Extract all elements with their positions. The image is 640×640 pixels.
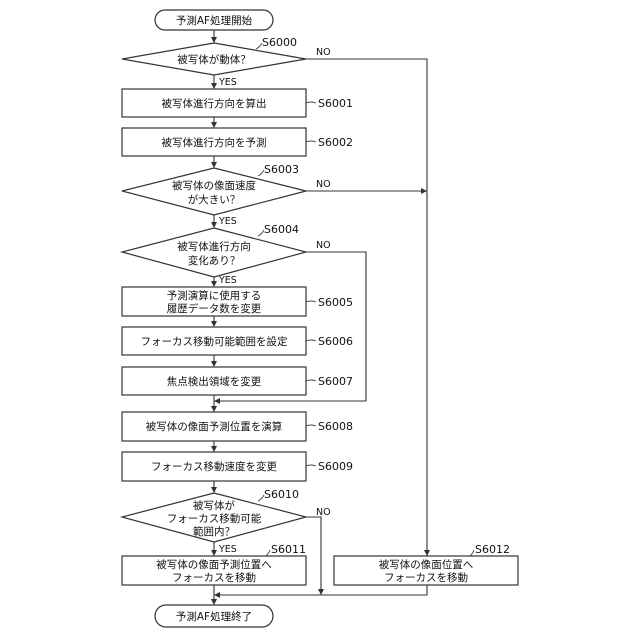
end-terminal: 予測AF処理終了 [155, 605, 273, 627]
s6000-step: S6000 [262, 36, 297, 49]
process-s6009: フォーカス移動速度を変更 S6009 [122, 452, 353, 481]
s6006-text: フォーカス移動可能範囲を設定 [141, 335, 288, 348]
s6010-yes-label: YES [218, 544, 237, 555]
s6002-step: S6002 [318, 136, 353, 149]
start-text: 予測AF処理開始 [176, 14, 253, 27]
decision-s6003: 被写体の像面速度 が大きい？ S6003 [122, 163, 306, 215]
s6011-text-line1: 被写体の像面予測位置へ [156, 558, 272, 571]
s6012-text-line2: フォーカスを移動 [384, 571, 468, 584]
s6007-step: S6007 [318, 375, 353, 388]
s6000-no-label: NO [316, 47, 331, 58]
s6004-text-line1: 被写体進行方向 [177, 240, 251, 253]
start-terminal: 予測AF処理開始 [155, 10, 273, 30]
s6004-step: S6004 [264, 223, 299, 236]
process-s6008: 被写体の像面予測位置を演算 S6008 [122, 412, 353, 441]
s6010-text-line1: 被写体が [193, 499, 235, 512]
s6011-text-line2: フォーカスを移動 [172, 571, 256, 584]
process-s6005: 予測演算に使用する 履歴データ数を変更 S6005 [122, 287, 353, 316]
s6001-text: 被写体進行方向を算出 [162, 97, 267, 110]
s6005-text-line2: 履歴データ数を変更 [167, 302, 262, 315]
s6001-step: S6001 [318, 97, 353, 110]
s6012-step: S6012 [475, 543, 510, 556]
s6000-text: 被写体が動体？ [177, 53, 251, 66]
s6011-step: S6011 [271, 543, 306, 556]
s6003-text-line2: が大きい？ [188, 193, 241, 206]
decision-s6004: 被写体進行方向 変化あり？ S6004 [122, 223, 306, 277]
process-s6007: 焦点検出領域を変更 S6007 [122, 367, 353, 395]
process-s6002: 被写体進行方向を予測 S6002 [122, 128, 353, 156]
s6009-text: フォーカス移動速度を変更 [151, 460, 277, 473]
s6004-no-label: NO [316, 240, 331, 251]
s6004-yes-label: YES [218, 275, 237, 286]
s6007-text: 焦点検出領域を変更 [167, 375, 262, 388]
s6008-step: S6008 [318, 420, 353, 433]
edge-s6010-no [306, 517, 321, 594]
s6009-step: S6009 [318, 460, 353, 473]
s6008-text: 被写体の像面予測位置を演算 [146, 420, 283, 433]
s6012-text-line1: 被写体の像面位置へ [379, 558, 474, 571]
s6003-text-line1: 被写体の像面速度 [172, 179, 256, 192]
s6005-text-line1: 予測演算に使用する [167, 289, 262, 302]
s6010-text-line3: 範囲内？ [193, 525, 235, 538]
s6003-yes-label: YES [218, 216, 237, 227]
s6006-step: S6006 [318, 335, 353, 348]
decision-s6010: 被写体が フォーカス移動可能 範囲内？ S6010 [122, 488, 306, 542]
s6010-no-label: NO [316, 507, 331, 518]
s6010-text-line2: フォーカス移動可能 [167, 512, 262, 525]
s6003-step: S6003 [264, 163, 299, 176]
s6000-yes-label: YES [218, 77, 237, 88]
process-s6012: 被写体の像面位置へ フォーカスを移動 S6012 [334, 543, 518, 585]
s6010-step: S6010 [264, 488, 299, 501]
process-s6001: 被写体進行方向を算出 S6001 [122, 89, 353, 117]
s6004-text-line2: 変化あり？ [188, 254, 241, 267]
s6005-step: S6005 [318, 296, 353, 309]
s6002-text: 被写体進行方向を予測 [162, 136, 267, 149]
s6003-no-label: NO [316, 179, 331, 190]
end-text: 予測AF処理終了 [176, 610, 252, 623]
process-s6006: フォーカス移動可能範囲を設定 S6006 [122, 327, 353, 355]
